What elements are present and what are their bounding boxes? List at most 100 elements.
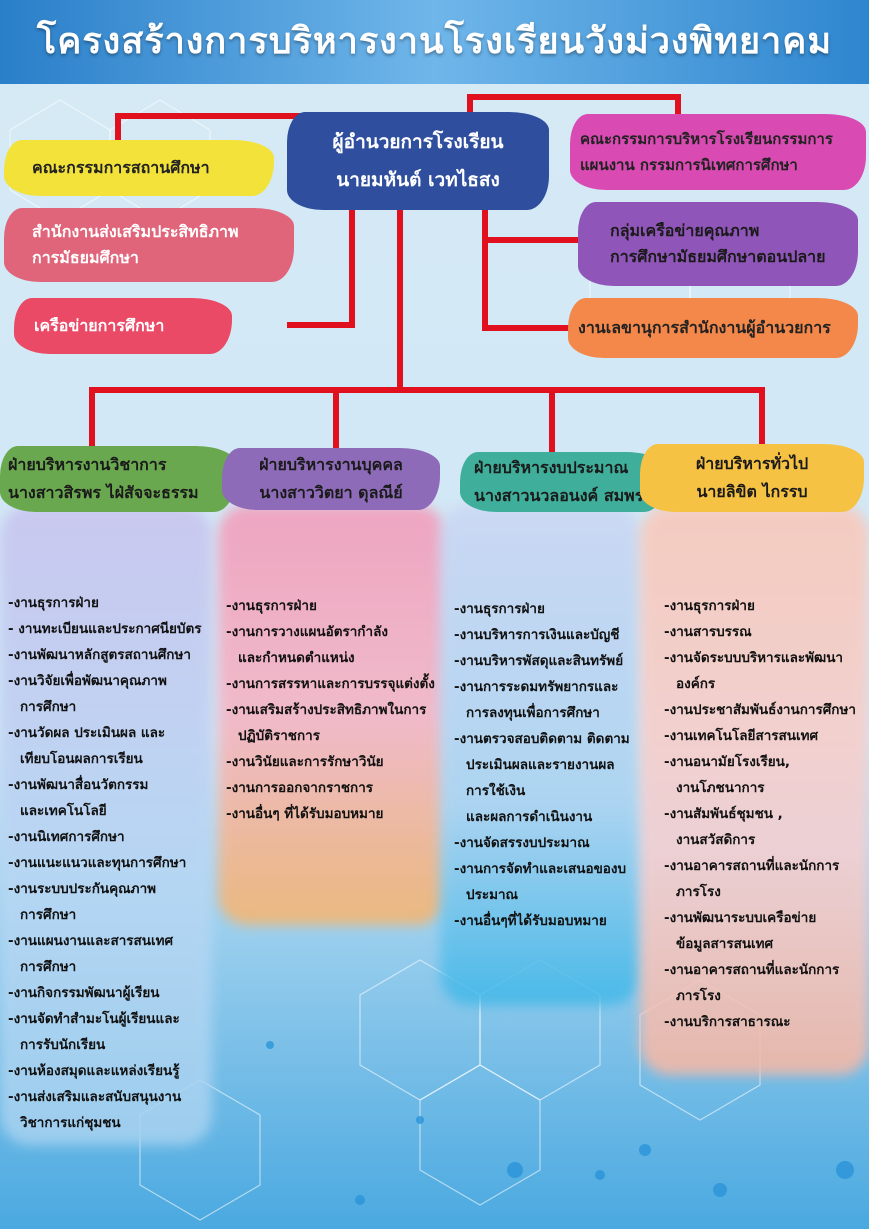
- task-item-line: -งานอนามัยโรงเรียน,: [664, 754, 790, 770]
- task-item: -งานแนะแนวและทุนการศึกษา: [8, 850, 202, 876]
- task-item: -งานบริหารการเงินและบัญชี: [454, 622, 630, 648]
- task-list-budget: -งานธุรการฝ่าย -งานบริหารการเงินและบัญชี -…: [454, 596, 630, 934]
- task-item: -งานส่งเสริมและสนับสนุนงานวิชาการแก่ชุมช…: [8, 1084, 202, 1136]
- task-item-line: -งานบริหารการเงินและบัญชี: [454, 627, 620, 643]
- task-item: -งานการสรรหาและการบรรจุแต่งตั้ง: [226, 671, 435, 697]
- task-item: -งานอนามัยโรงเรียน, งานโภชนาการ: [664, 749, 856, 801]
- task-item-line: -งานการออกจากราชการ: [226, 780, 374, 796]
- director-name: นายมหันต์ เวทไธสง: [336, 169, 500, 191]
- task-item-line: การใช้เงิน: [466, 783, 526, 799]
- task-item-line: -งานจัดระบบบริหารและพัฒนา: [664, 650, 844, 666]
- task-item: - งานทะเบียนและประกาศนียบัตร: [8, 616, 202, 642]
- task-item-line: -งานการจัดทำและเสนอของบ: [454, 861, 627, 877]
- task-item-line: -งานวัดผล ประเมินผล และ: [8, 725, 166, 741]
- page-title: โครงสร้างการบริหารงานโรงเรียนวังม่วงพิทย…: [0, 0, 869, 84]
- task-item: -งานห้องสมุดและแหล่งเรียนรู้: [8, 1058, 202, 1084]
- task-item: -งานอาคารสถานที่และนักการภารโรง: [664, 853, 856, 905]
- director-position: ผู้อำนวยการโรงเรียน: [332, 131, 504, 153]
- task-item: -งานอาคารสถานที่และนักการภารโรง: [664, 957, 856, 1009]
- task-item-line: ข้อมูลสารสนเทศ: [676, 936, 774, 952]
- task-item-line: ประเมินผลและรายงานผล: [466, 757, 615, 773]
- task-item: -งานอื่นๆที่ได้รับมอบหมาย: [454, 908, 630, 934]
- division-header-general: ฝ่ายบริหารทั่วไป นายลิขิต ไกรรบ: [640, 444, 864, 512]
- task-list-academic: -งานธุรการฝ่าย - งานทะเบียนและประกาศนียบั…: [8, 590, 202, 1136]
- division-header-academic: ฝ่ายบริหารงานวิชาการ นางสาวสิรพร ไฝ่สัจจ…: [0, 446, 236, 512]
- task-item: -งานการระดมทรัพยากรและการลงทุนเพื่อการศึ…: [454, 674, 630, 726]
- task-item-line: และกำหนดตำแหน่ง: [238, 650, 355, 666]
- task-item-line: -งานแนะแนวและทุนการศึกษา: [8, 855, 187, 871]
- task-item: -งานกิจกรรมพัฒนาผู้เรียน: [8, 980, 202, 1006]
- task-item: -งานวิจัยเพื่อพัฒนาคุณภาพการศึกษา: [8, 668, 202, 720]
- task-item-line: เทียบโอนผลการเรียน: [20, 751, 143, 767]
- division-header-budget: ฝ่ายบริหารงบประมาณ นางสาวนวลอนงค์ สมพร: [460, 452, 666, 512]
- task-item-line: -งานส่งเสริมและสนับสนุนงาน: [8, 1089, 182, 1105]
- task-item-line: -งานวิจัยเพื่อพัฒนาคุณภาพ: [8, 673, 167, 689]
- task-item-line: -งานธุรการฝ่าย: [664, 598, 755, 614]
- task-item-line: การศึกษา: [20, 959, 77, 975]
- task-item-line: -งานกิจกรรมพัฒนาผู้เรียน: [8, 985, 160, 1001]
- division-bg-budget: [440, 505, 640, 1005]
- task-item-line: การศึกษา: [20, 907, 77, 923]
- task-item: -งานประชาสัมพันธ์งานการศึกษา: [664, 697, 856, 723]
- left-box-education-committee: คณะกรรมการสถานศึกษา: [4, 140, 274, 196]
- task-item: -งานจัดทำสำมะโนผู้เรียนและการรับนักเรียน: [8, 1006, 202, 1058]
- task-item-line: -งานบริหารพัสดุและสินทรัพย์: [454, 653, 624, 669]
- task-item: -งานจัดสรรงบประมาณ: [454, 830, 630, 856]
- task-item-line: -งานบริการสาธารณะ: [664, 1014, 791, 1030]
- task-item-line: การศึกษา: [20, 699, 77, 715]
- task-list-general: -งานธุรการฝ่าย -งานสารบรรณ -งานจัดระบบบริห…: [664, 593, 856, 1035]
- task-item-line: ประมาณ: [466, 887, 519, 903]
- task-item: -งานนิเทศการศึกษา: [8, 824, 202, 850]
- task-item-line: -งานนิเทศการศึกษา: [8, 829, 125, 845]
- task-item-line: งานโภชนาการ: [676, 780, 765, 796]
- task-item-line: -งานเทคโนโลยีสารสนเทศ: [664, 728, 819, 744]
- task-item-line: -งานพัฒนาระบบเครือข่าย: [664, 910, 817, 926]
- task-item-line: และเทคโนโลยี: [20, 803, 107, 819]
- task-item-line: วิชาการแก่ชุมชน: [20, 1115, 121, 1131]
- task-item-line: และผลการดำเนินงาน: [466, 809, 593, 825]
- right-box-director-secretary: งานเลขานุการสำนักงานผู้อำนวยการ: [568, 298, 858, 358]
- division-bg-personnel: [218, 505, 446, 925]
- task-item-line: -งานธุรการฝ่าย: [226, 598, 317, 614]
- task-item: -งานวัดผล ประเมินผล และเทียบโอนผลการเรีย…: [8, 720, 202, 772]
- task-item-line: -งานการสรรหาและการบรรจุแต่งตั้ง: [226, 676, 435, 692]
- task-item-line: -งานพัฒนาสื่อนวัตกรรม: [8, 777, 149, 793]
- task-item: -งานสัมพันธ์ชุมชน ,งานสวัสดิการ: [664, 801, 856, 853]
- task-item-line: -งานธุรการฝ่าย: [454, 601, 545, 617]
- task-item: -งานธุรการฝ่าย: [664, 593, 856, 619]
- director-box: ผู้อำนวยการโรงเรียน นายมหันต์ เวทไธสง: [287, 112, 549, 210]
- right-box-quality-network: กลุ่มเครือข่ายคุณภาพ การศึกษามัธยมศึกษาต…: [578, 202, 858, 286]
- task-item-line: -งานห้องสมุดและแหล่งเรียนรู้: [8, 1063, 180, 1079]
- division-bg-academic: [0, 505, 212, 1145]
- task-item-line: -งานอาคารสถานที่และนักการ: [664, 858, 840, 874]
- division-bg-general: [640, 505, 869, 1075]
- task-item-line: -งานสารบรรณ: [664, 624, 752, 640]
- division-header-personnel: ฝ่ายบริหารงานบุคคล นางสาววิตยา ดุลณีย์: [222, 448, 440, 510]
- task-item: -งานเทคโนโลยีสารสนเทศ: [664, 723, 856, 749]
- task-item-line: -งานระบบประกันคุณภาพ: [8, 881, 157, 897]
- task-item-line: -งานการวางแผนอัตรากำลัง: [226, 624, 388, 640]
- task-item-line: -งานธุรการฝ่าย: [8, 595, 99, 611]
- task-item-line: -งานพัฒนาหลักสูตรสถานศึกษา: [8, 647, 191, 663]
- task-item: -งานอื่นๆ ที่ได้รับมอบหมาย: [226, 801, 435, 827]
- left-box-education-network: เครือข่ายการศึกษา: [14, 298, 232, 354]
- task-item-line: งานสวัสดิการ: [676, 832, 756, 848]
- task-item: -งานธุรการฝ่าย: [226, 593, 435, 619]
- task-item-line: -งานการระดมทรัพยากรและ: [454, 679, 619, 695]
- task-item: -งานการจัดทำและเสนอของบประมาณ: [454, 856, 630, 908]
- task-item: -งานจัดระบบบริหารและพัฒนาองค์กร: [664, 645, 856, 697]
- task-item: -งานพัฒนาสื่อนวัตกรรมและเทคโนโลยี: [8, 772, 202, 824]
- task-item-line: ภารโรง: [676, 884, 721, 900]
- task-item-line: -งานอาคารสถานที่และนักการ: [664, 962, 840, 978]
- task-item: -งานธุรการฝ่าย: [8, 590, 202, 616]
- task-item-line: -งานวินัยและการรักษาวินัย: [226, 754, 384, 770]
- task-item: -งานวินัยและการรักษาวินัย: [226, 749, 435, 775]
- task-item-line: -งานจัดทำสำมะโนผู้เรียนและ: [8, 1011, 180, 1027]
- right-box-school-board: คณะกรรมการบริหารโรงเรียนกรรมการ แผนงาน ก…: [570, 114, 866, 190]
- task-item-line: การลงทุนเพื่อการศึกษา: [466, 705, 600, 721]
- left-box-secondary-promotion-office: สำนักงานส่งเสริมประสิทธิภาพ การมัธยมศึกษ…: [4, 208, 294, 282]
- task-item-line: -งานจัดสรรงบประมาณ: [454, 835, 590, 851]
- task-item-line: การรับนักเรียน: [20, 1037, 106, 1053]
- task-item-line: -งานเสริมสร้างประสิทธิภาพในการ: [226, 702, 427, 718]
